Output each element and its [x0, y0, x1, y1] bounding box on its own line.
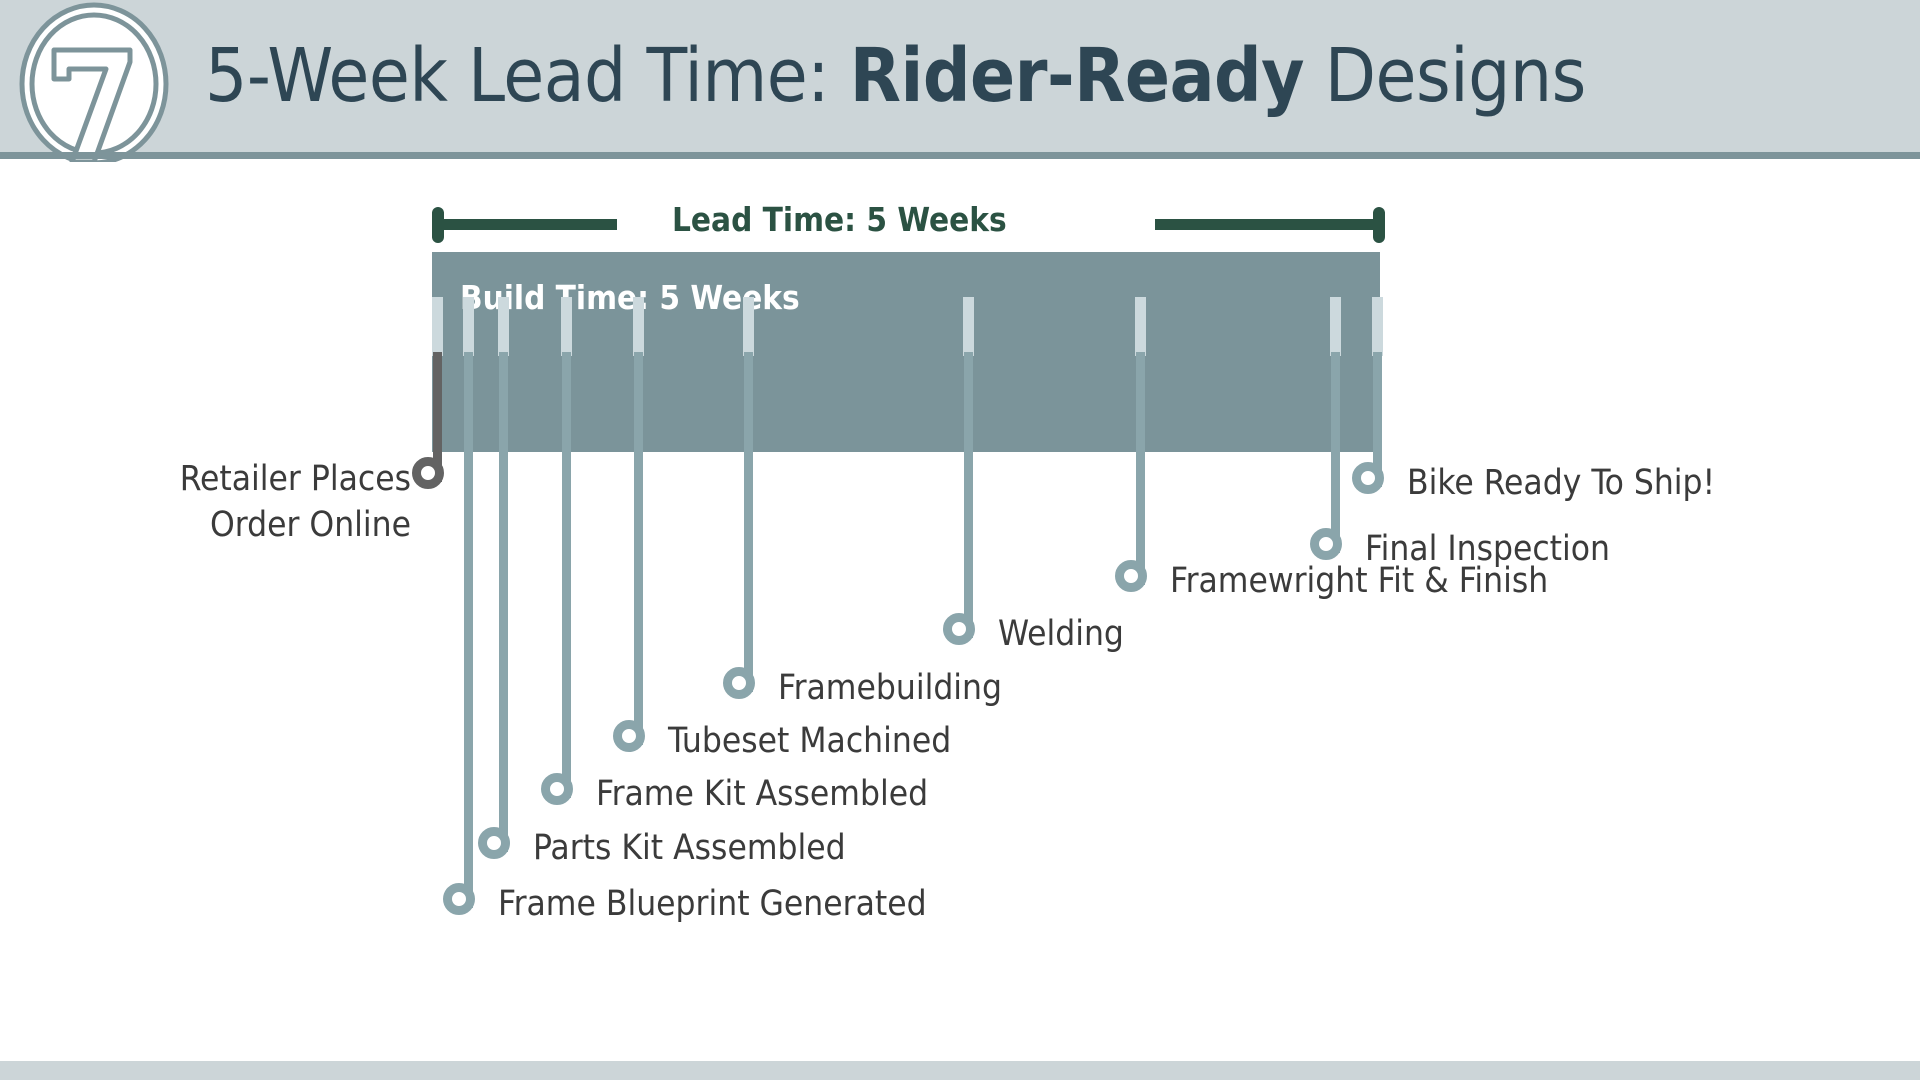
milestone-label: Welding: [998, 614, 1124, 654]
milestone-stem: [964, 352, 973, 638]
tick-mark: [963, 297, 974, 356]
milestone-stem: [1373, 352, 1382, 487]
milestone-label-line1: Welding: [998, 614, 1124, 654]
milestone-marker[interactable]: [943, 613, 975, 645]
milestone-stem: [634, 352, 643, 745]
build-time-bar: [432, 252, 1380, 452]
milestone-label-line1: Frame Kit Assembled: [596, 774, 929, 814]
milestone-label-line1: Retailer Places: [179, 459, 411, 499]
milestone-marker[interactable]: [412, 457, 444, 489]
title-part-2: Designs: [1304, 33, 1587, 119]
lead-time-timeline-chart: Lead Time: 5 Weeks Build Time: 5 Weeks R…: [0, 156, 1920, 1061]
milestone-marker[interactable]: [723, 667, 755, 699]
seven-circle-logo-icon: [14, 2, 174, 166]
lead-time-label: Lead Time: 5 Weeks: [672, 200, 1007, 239]
tick-mark: [743, 297, 754, 356]
milestone-stem: [499, 352, 508, 852]
milestone-label: Framebuilding: [778, 668, 1002, 708]
milestone-label-line1: Bike Ready To Ship!: [1407, 463, 1716, 503]
milestone-stem: [433, 352, 442, 482]
milestone-marker[interactable]: [541, 773, 573, 805]
milestone-stem: [1136, 352, 1145, 585]
page-header: 5-Week Lead Time: Rider-Ready Designs: [0, 0, 1920, 166]
milestone-label: Parts Kit Assembled: [533, 828, 846, 868]
tick-mark: [498, 297, 509, 356]
bracket-right-cap: [1373, 207, 1385, 243]
milestone-label-line1: Frame Blueprint Generated: [498, 884, 927, 924]
milestone-label: Tubeset Machined: [668, 721, 951, 761]
title-emphasis: Rider-Ready: [849, 33, 1305, 119]
milestone-stem: [1331, 352, 1340, 553]
milestone-label: Frame Kit Assembled: [596, 774, 928, 814]
milestone-label-line1: Tubeset Machined: [668, 721, 952, 761]
milestone-label-line2: Order Online: [210, 505, 411, 545]
milestone-label-line1: Framewright Fit & Finish: [1170, 561, 1549, 601]
tick-mark: [1330, 297, 1341, 356]
page-footer: [0, 1061, 1920, 1080]
bracket-left-arm: [442, 219, 617, 230]
tick-mark: [432, 297, 443, 356]
milestone-marker[interactable]: [478, 827, 510, 859]
milestone-label: Frame Blueprint Generated: [498, 884, 927, 924]
milestone-label: Bike Ready To Ship!: [1407, 463, 1715, 503]
tick-mark: [1135, 297, 1146, 356]
milestone-label-line1: Parts Kit Assembled: [533, 828, 846, 868]
milestone-label: Framewright Fit & Finish: [1170, 561, 1548, 601]
milestone-marker[interactable]: [1310, 528, 1342, 560]
milestone-marker[interactable]: [1115, 560, 1147, 592]
tick-mark: [1372, 297, 1383, 356]
title-part-1: 5-Week Lead Time:: [205, 33, 850, 119]
milestone-label-line1: Final Inspection: [1365, 529, 1610, 569]
bracket-left-cap: [432, 207, 444, 243]
tick-mark: [633, 297, 644, 356]
bracket-right-arm: [1155, 219, 1380, 230]
milestone-label-line1: Framebuilding: [778, 668, 1003, 708]
milestone-stem: [562, 352, 571, 798]
header-divider: [0, 152, 1920, 159]
tick-mark: [561, 297, 572, 356]
milestone-stem: [744, 352, 753, 692]
milestone-stem: [464, 352, 473, 908]
milestone-label: Final Inspection: [1365, 529, 1610, 569]
milestone-marker[interactable]: [613, 720, 645, 752]
tick-mark: [463, 297, 474, 356]
milestone-marker[interactable]: [443, 883, 475, 915]
page-title: 5-Week Lead Time: Rider-Ready Designs: [205, 22, 1586, 130]
milestone-marker[interactable]: [1352, 462, 1384, 494]
